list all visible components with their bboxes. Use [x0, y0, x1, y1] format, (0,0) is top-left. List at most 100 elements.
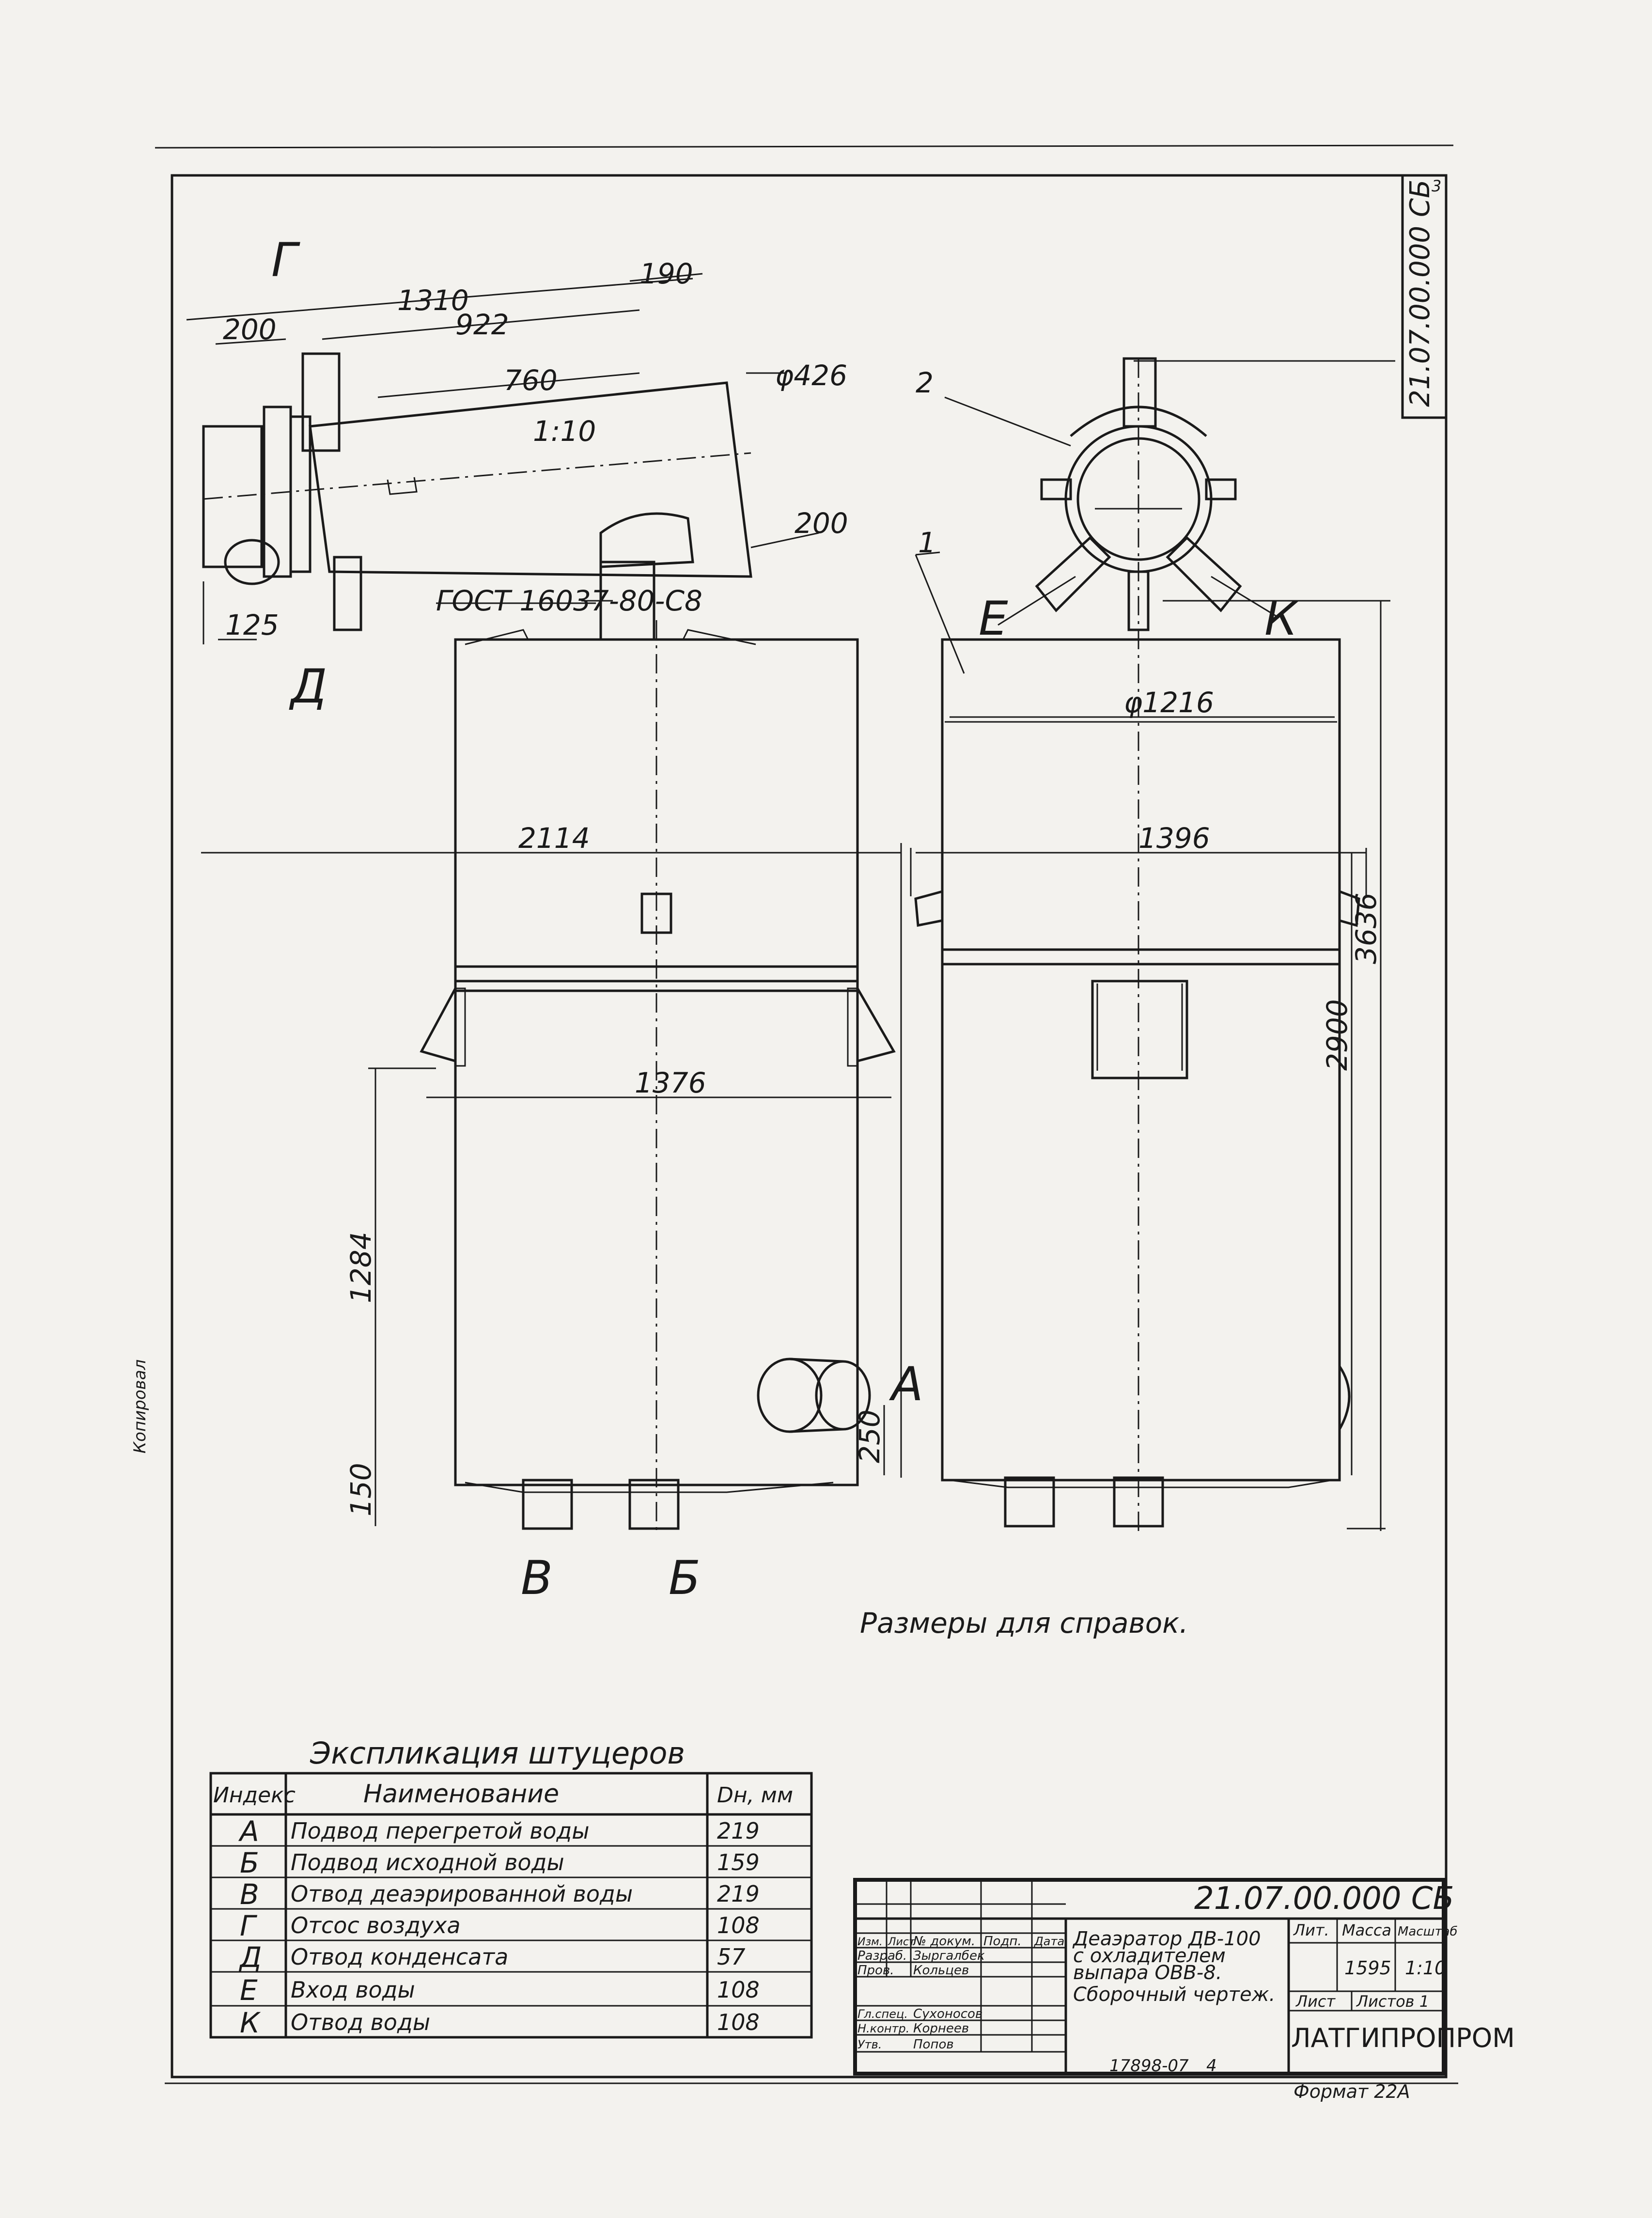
nozzle-name: Отсос воздуха	[291, 1912, 461, 1938]
nozzle-row: Е Вход воды 108	[240, 1974, 760, 2007]
nozzle-dn: 219	[717, 1818, 760, 1844]
letter-k: К	[1264, 592, 1299, 646]
letter-e: Е	[979, 592, 1008, 646]
title-sheets: Листов 1	[1356, 1992, 1429, 2011]
nozzle-v	[522, 1479, 573, 1530]
tb-header-date: Дата	[1034, 1935, 1064, 1948]
dim-922: 922	[455, 308, 509, 341]
leader-2: 2	[916, 366, 934, 399]
tb-person: Попов	[913, 2037, 954, 2052]
nozzle-row: К Отвод воды 108	[240, 2006, 760, 2039]
format-label: Формат 22А	[1294, 2081, 1410, 2102]
nozzle-name: Подвод перегретой воды	[291, 1818, 590, 1844]
nozzle-row: В Отвод деаэрированной воды 219	[240, 1878, 760, 1911]
dim-125: 125	[225, 609, 279, 641]
title-name-1: Деаэратор ДВ-100	[1072, 1928, 1261, 1950]
tb-role: Пров.	[857, 1963, 894, 1978]
tb-header-list: Лист	[888, 1936, 916, 1948]
gost-note: ГОСТ 16037-80-С8	[436, 584, 702, 617]
nozzle-name: Вход воды	[291, 1977, 415, 2003]
bottom-number-suffix: 4	[1206, 2056, 1217, 2076]
dim-1284: 1284	[344, 1232, 377, 1303]
nozzle-dn: 159	[717, 1849, 760, 1875]
nozzle-dn: 108	[717, 1977, 760, 2003]
dim-150: 150	[344, 1463, 377, 1516]
title-name-3: выпара ОВВ-8.	[1073, 1962, 1222, 1984]
nozzle-index: Г	[240, 1909, 258, 1942]
tb-person: Кольцев	[913, 1963, 969, 1978]
dim-3636: 3636	[1350, 892, 1383, 964]
nozzle-header-dn: Dн, мм	[717, 1783, 793, 1808]
nozzle-table: Экспликация штуцеров Индекс Наименование…	[209, 1735, 813, 2039]
title-mass-label: Масса	[1342, 1921, 1391, 1939]
nozzle-header-name: Наименование	[363, 1780, 559, 1809]
tb-role: Гл.спец.	[857, 2007, 908, 2021]
nozzle-d	[333, 556, 362, 631]
nozzle-dn: 108	[717, 2009, 760, 2035]
nozzle-name: Отвод конденсата	[291, 1944, 508, 1970]
side-copy-text: Копировал	[130, 1359, 150, 1453]
nozzle-index: Б	[240, 1846, 259, 1879]
letter-v: В	[521, 1551, 553, 1605]
nozzle-row: Г Отсос воздуха 108	[240, 1909, 760, 1942]
title-block: 21.07.00.000 СБ Деаэратор ДВ-100 с охлад…	[853, 1878, 1515, 2076]
nozzle-a	[757, 1358, 823, 1433]
dim-1310: 1310	[397, 284, 469, 317]
dim-250: 250	[853, 1409, 886, 1463]
drawing-code-vertical: 21.07.00.000 СБ	[1404, 180, 1436, 407]
dim-200-top: 200	[223, 313, 277, 346]
nozzle-index: Д	[238, 1941, 262, 1974]
letter-a: А	[888, 1357, 923, 1411]
dim-200-side: 200	[795, 507, 848, 540]
dim-2114: 2114	[518, 822, 590, 855]
deaerator-column	[202, 352, 752, 641]
tb-person: Зыргалбек	[913, 1949, 985, 1963]
title-name-2: с охладителем	[1073, 1945, 1226, 1967]
title-org: ЛАТГИПРОПРОМ	[1291, 2023, 1515, 2053]
nozzle-dn: 57	[717, 1944, 746, 1970]
dim-slope: 1:10	[533, 415, 596, 448]
title-name-4: Сборочный чертеж.	[1073, 1984, 1275, 2006]
nozzle-dn: 219	[717, 1881, 760, 1907]
dim-760: 760	[504, 364, 558, 397]
tb-role: Н.контр.	[857, 2022, 909, 2035]
title-scale-label: Масштаб	[1398, 1924, 1458, 1939]
tb-person: Сухоносов	[913, 2007, 982, 2021]
nozzle-g	[301, 352, 341, 452]
tb-header-doc: № докум.	[912, 1934, 975, 1949]
dim-d1216: φ1216	[1124, 686, 1214, 719]
sheet-number: 3	[1432, 177, 1441, 195]
title-lit-label: Лит.	[1293, 1921, 1329, 1939]
nozzle-table-title: Экспликация штуцеров	[310, 1735, 685, 1771]
nozzle-dn: 108	[717, 1912, 760, 1938]
letter-g: Г	[271, 233, 300, 287]
dim-2900: 2900	[1321, 999, 1354, 1071]
side-lower-shell	[941, 963, 1341, 1482]
nozzle-row: А Подвод перегретой воды 219	[238, 1815, 760, 1848]
nozzle-row: Д Отвод конденсата 57	[238, 1941, 746, 1974]
nozzle-index: Е	[240, 1974, 258, 2007]
tb-person: Корнеев	[913, 2021, 969, 2036]
sheet-frame: 21.07.00.000 СБ 3	[155, 144, 1458, 2084]
dim-d426: φ426	[775, 359, 847, 392]
nozzle-header-index: Индекс	[213, 1783, 296, 1808]
left-support	[420, 987, 457, 1063]
tb-header-izm: Изм.	[857, 1936, 883, 1948]
bottom-number: 17898-07	[1109, 2056, 1189, 2076]
tb-role: Утв.	[857, 2038, 882, 2051]
dim-190: 190	[639, 257, 693, 290]
front-dimensions	[186, 273, 902, 1526]
letter-d: Д	[289, 659, 327, 714]
nozzle-row: Б Подвод исходной воды 159	[240, 1846, 760, 1879]
reference-note: Размеры для справок.	[860, 1607, 1188, 1640]
nozzle-index: В	[240, 1878, 259, 1911]
side-hatch	[1091, 980, 1188, 1079]
tb-role: Разраб.	[857, 1949, 907, 1963]
dim-1376: 1376	[635, 1066, 706, 1099]
letter-b: Б	[669, 1551, 701, 1605]
title-code: 21.07.00.000 СБ	[1194, 1881, 1454, 1917]
side-view: 2 1 Е К φ1216 1396 3636 2900	[910, 357, 1395, 1531]
dim-1396: 1396	[1138, 822, 1210, 855]
nozzle-name: Отвод деаэрированной воды	[291, 1881, 633, 1907]
